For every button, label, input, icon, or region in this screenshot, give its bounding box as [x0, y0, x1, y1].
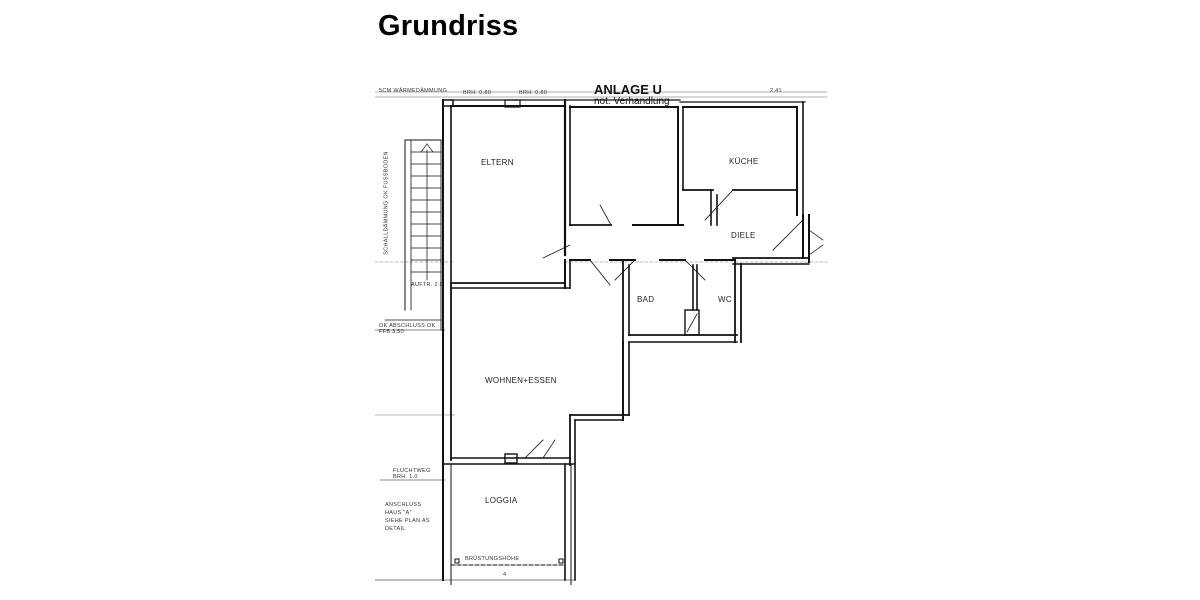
room-loggia: LOGGIA — [485, 496, 518, 505]
dimension-top-right: 2.41 — [770, 88, 782, 94]
room-eltern: ELTERN — [481, 158, 514, 167]
side-note: OK ABSCHLUSS OK FFB 3.50 — [379, 323, 436, 335]
insulation-note: 5CM WÄRMEDÄMMUNG — [379, 88, 448, 94]
window-note-1: BRH. 0.80 — [463, 90, 492, 96]
stair-vertical-note: SCHALLDÄMMUNG OK FUSSBODEN — [383, 151, 390, 255]
connection-note-1: ANSCHLUSS — [385, 502, 422, 508]
loggia-dimension: 4 — [503, 572, 507, 578]
floor-plan-drawing — [375, 91, 828, 585]
connection-note-4: DETAIL — [385, 526, 406, 532]
stair-note: AUFTR. 2.0 — [411, 282, 444, 288]
room-diele: DIELE — [731, 231, 756, 240]
parapet-note: FLUCHTWEG BRH. 1.0 — [393, 468, 431, 480]
room-bad: BAD — [637, 295, 655, 304]
room-wc: WC — [718, 295, 732, 304]
room-wohnen-essen: WOHNEN+ESSEN — [485, 376, 557, 385]
room-kueche: KÜCHE — [729, 157, 759, 166]
connection-note-3: SIEHE PLAN AS — [385, 518, 430, 524]
stamp-anlage-suffix: U — [652, 82, 662, 97]
floor-plan: 5CM WÄRMEDÄMMUNG BRH. 0.80 BRH. 0.80 ANL… — [375, 80, 830, 585]
stamp-anlage-text: ANLAGE — [594, 82, 649, 97]
page-title: Grundriss — [378, 10, 519, 42]
stamp-verhandlung: not. Verhandlung — [594, 96, 670, 107]
window-note-2: BRH. 0.80 — [519, 90, 548, 96]
connection-note-2: HAUS "A" — [385, 510, 412, 516]
stamp-anlage: ANLAGE U — [594, 82, 662, 97]
loggia-bottom-note: BRÜSTUNGSHÖHE — [465, 556, 520, 562]
